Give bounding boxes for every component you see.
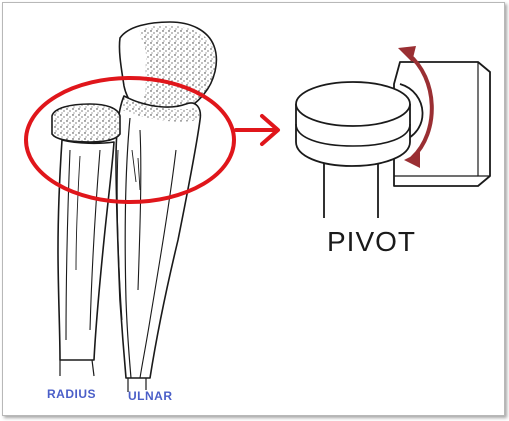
pivot-label: PIVOT [327, 226, 417, 257]
joint-highlight-ring [24, 76, 236, 204]
ulnar-label: ULNAR [128, 389, 173, 403]
radius-bone [51, 103, 121, 377]
ulna-head-stipple [138, 25, 216, 112]
right-arrow-icon [234, 114, 280, 146]
pivot-model [295, 61, 491, 218]
radius-label: RADIUS [47, 387, 97, 401]
radius-shaft [57, 139, 115, 361]
ulna-articular-band [122, 96, 200, 122]
radius-head-stipple [52, 104, 120, 142]
rotation-arrow-icon [398, 46, 434, 168]
pivot-cylinder-top [295, 81, 411, 127]
